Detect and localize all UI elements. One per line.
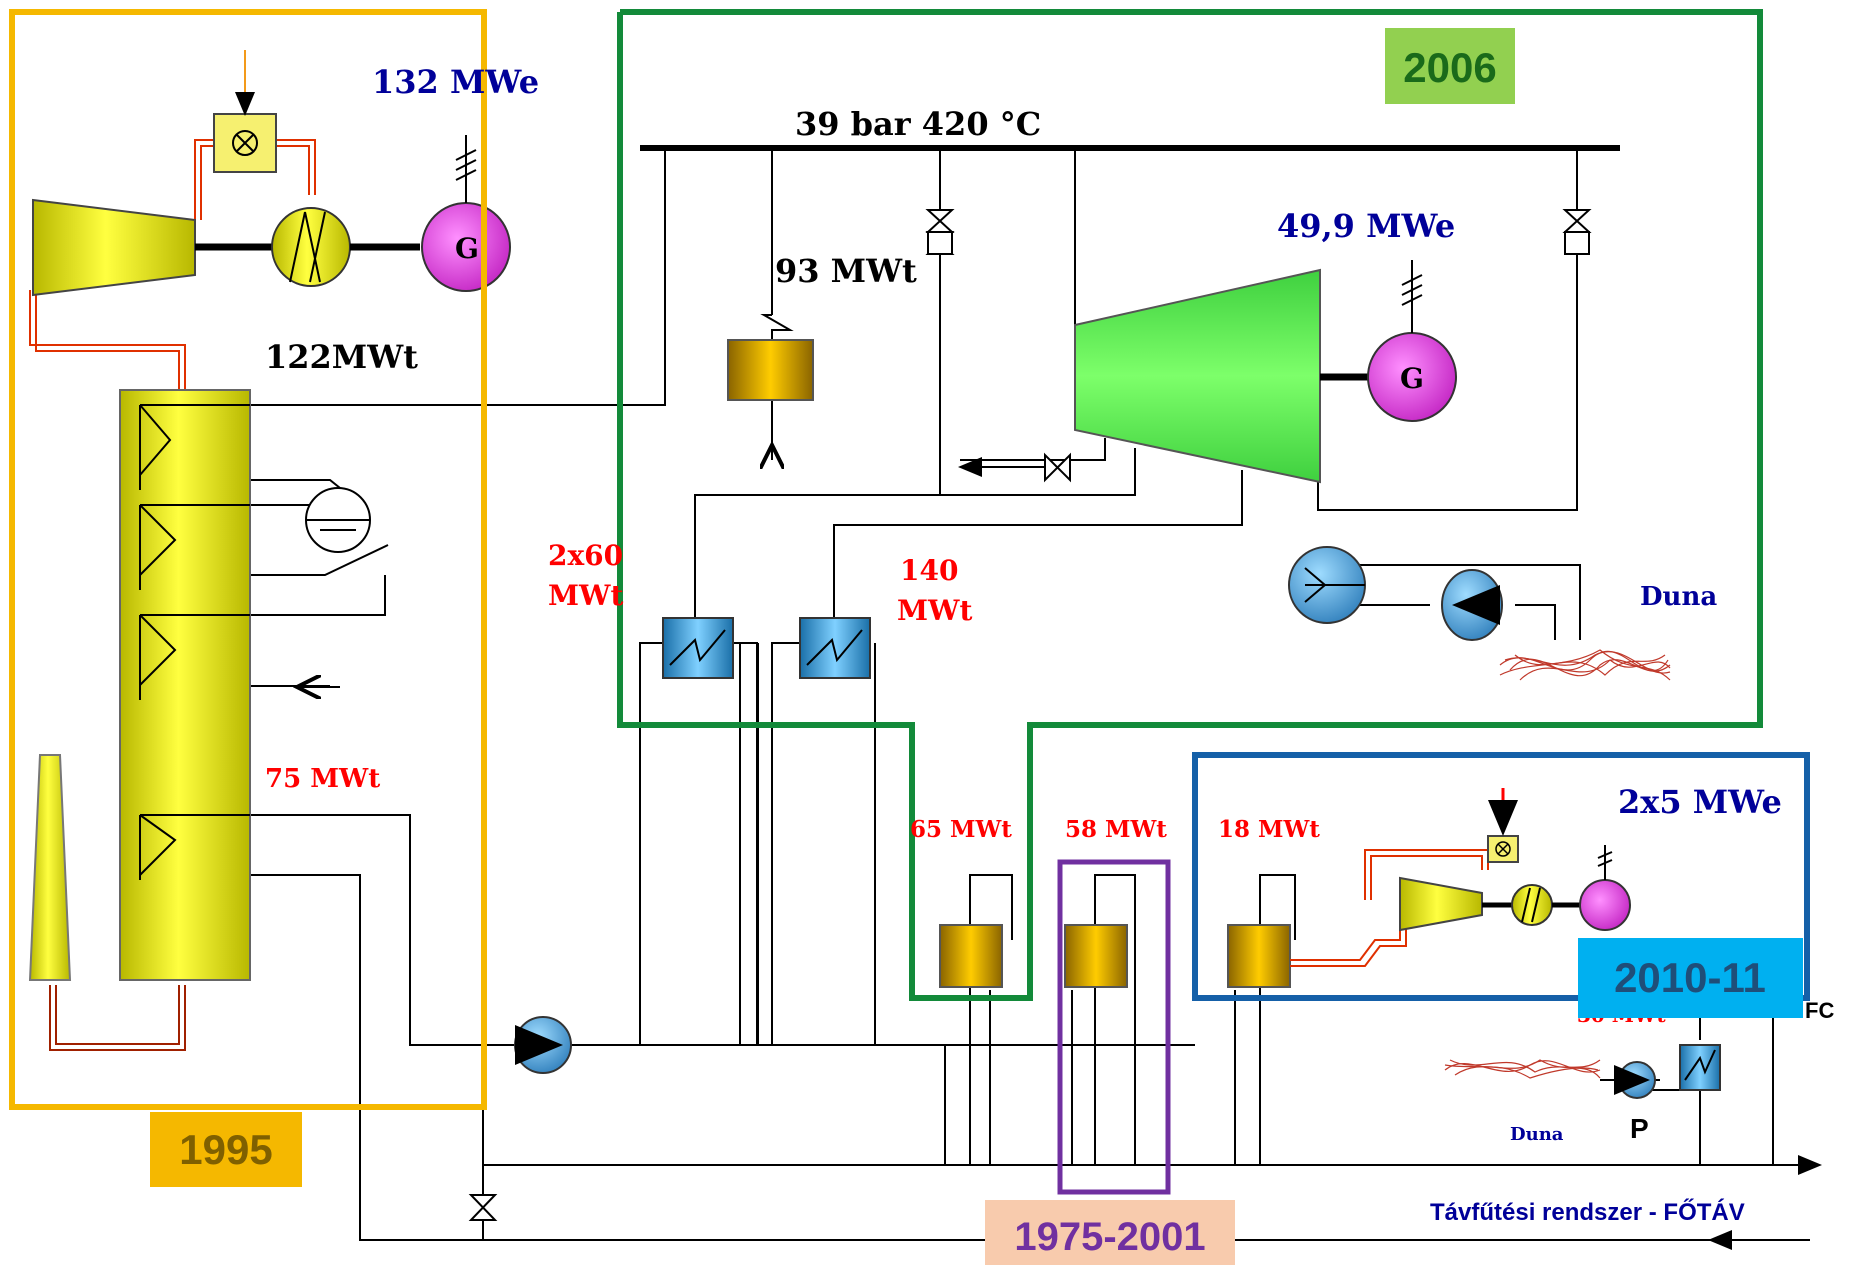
section-frame-2010-11 [1192, 752, 1810, 1001]
badge-2010-11: 2010-11 [1614, 954, 1766, 1001]
piping-network [250, 145, 1810, 1241]
label-132mwe: 132 MWe [372, 63, 539, 101]
heat-exchanger-65 [939, 924, 1003, 988]
label-duna-lower: Duna [1510, 1124, 1564, 1145]
heat-exchanger-18 [1227, 924, 1291, 988]
label-steam-header: 39 bar 420 °C [795, 105, 1041, 143]
badge-1995-bg [150, 1112, 302, 1187]
label-49-9mwe: 49,9 MWe [1277, 207, 1455, 245]
compressor-icon [32, 198, 196, 297]
label-18mwt: 18 MWt [1218, 816, 1320, 843]
section-frame-1995 [9, 9, 487, 1110]
river-waves [1499, 649, 1671, 681]
valve-icon [925, 209, 955, 255]
label-duna-upper: Duna [1640, 582, 1717, 612]
label-122mwt: 122MWt [265, 338, 418, 376]
heat-exchanger-2x60 [662, 617, 734, 679]
generator-icon [1579, 879, 1631, 931]
steam-turbine-icon [1074, 268, 1321, 484]
label-fc: FC [1805, 998, 1834, 1023]
label-2x60: 2x60 [548, 539, 623, 572]
label-pump-p: P [1630, 1113, 1649, 1144]
label-65mwt: 65 MWt [910, 816, 1012, 843]
label-140: 140 [900, 554, 958, 587]
compressor-icon [1399, 876, 1483, 932]
generator-label: G [455, 232, 479, 265]
heat-exchanger-93 [727, 339, 814, 401]
heat-exchanger-right [1679, 1044, 1721, 1091]
badge-2006: 2006 [1403, 44, 1496, 91]
section-frame-2006 [617, 9, 1763, 1001]
label-2x60-unit: MWt [548, 579, 623, 612]
heat-exchanger-140 [799, 617, 871, 679]
badge-2010-bg [1578, 938, 1803, 1018]
valve-icon [1044, 452, 1071, 483]
steam-pipes-red [29, 139, 316, 390]
badge-2006-bg [1385, 28, 1515, 104]
valve-icon [468, 1194, 498, 1221]
section-frame-1975-2001 [1057, 859, 1171, 1195]
badge-1975-bg [985, 1200, 1235, 1265]
label-58mwt: 58 MWt [1065, 816, 1167, 843]
label-2x5mwe: 2x5 MWe [1618, 783, 1782, 821]
generator-label: G [1400, 362, 1424, 395]
boiler-coils [139, 404, 250, 880]
flue-pipes [49, 985, 186, 1051]
badge-1975-2001: 1975-2001 [1014, 1215, 1205, 1259]
chimney-icon [28, 754, 72, 981]
combustor-icon [213, 113, 277, 173]
hrsg-boiler [119, 389, 251, 981]
label-93mwt: 93 MWt [775, 252, 917, 290]
valve-icon [1562, 209, 1592, 255]
label-140-unit: MWt [897, 594, 972, 627]
heat-exchanger-58 [1064, 924, 1128, 988]
river-waves [1444, 1059, 1601, 1079]
label-75mwt: 75 MWt [265, 764, 380, 794]
label-district-heating: Távfűtési rendszer - FŐTÁV [1430, 1198, 1745, 1226]
badge-1995: 1995 [179, 1126, 272, 1173]
